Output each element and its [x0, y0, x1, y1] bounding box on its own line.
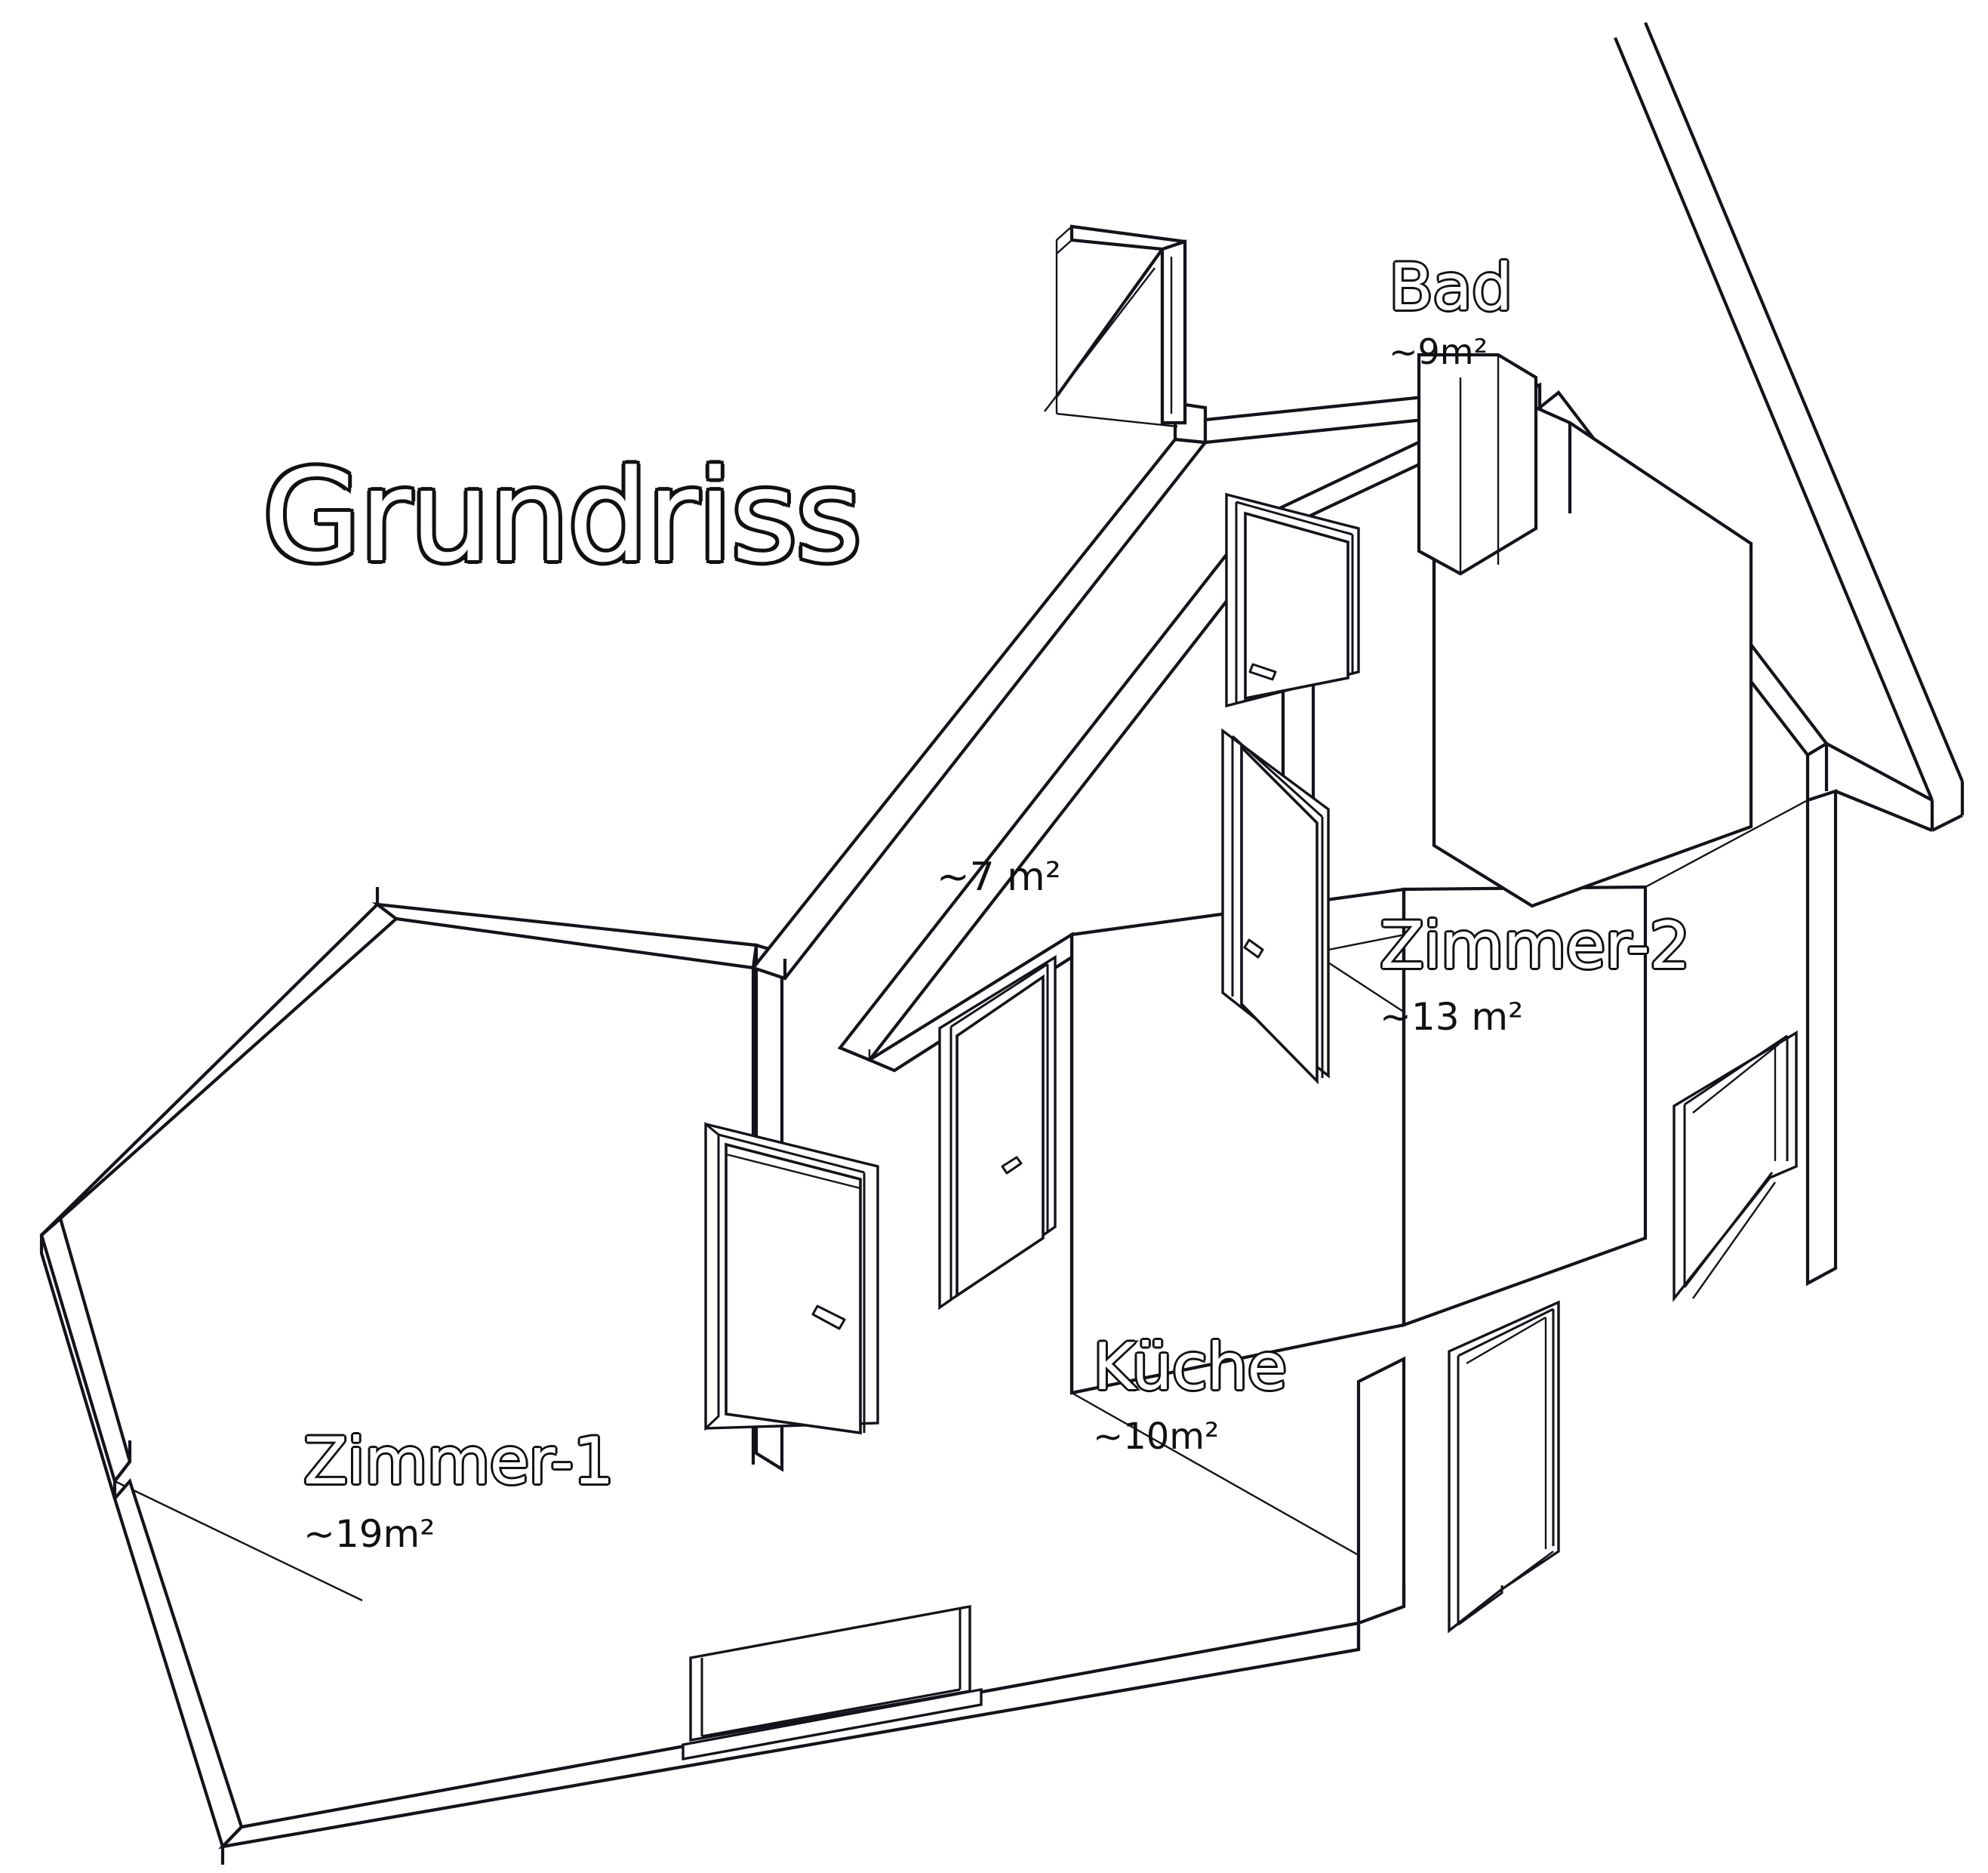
zimmer-2-walls	[1248, 22, 1965, 1327]
door-zimmer-1[interactable]	[704, 1121, 879, 1435]
hallway-walls	[750, 224, 1542, 1062]
door-bad[interactable]	[1225, 492, 1360, 708]
door-zimmer-2[interactable]	[1221, 728, 1330, 1085]
door-entrance[interactable]	[1448, 1300, 1560, 1634]
door-kueche[interactable]	[938, 954, 1057, 1311]
window-zimmer-2[interactable]	[1673, 1030, 1798, 1302]
window-zimmer-1[interactable]	[682, 1604, 983, 1761]
